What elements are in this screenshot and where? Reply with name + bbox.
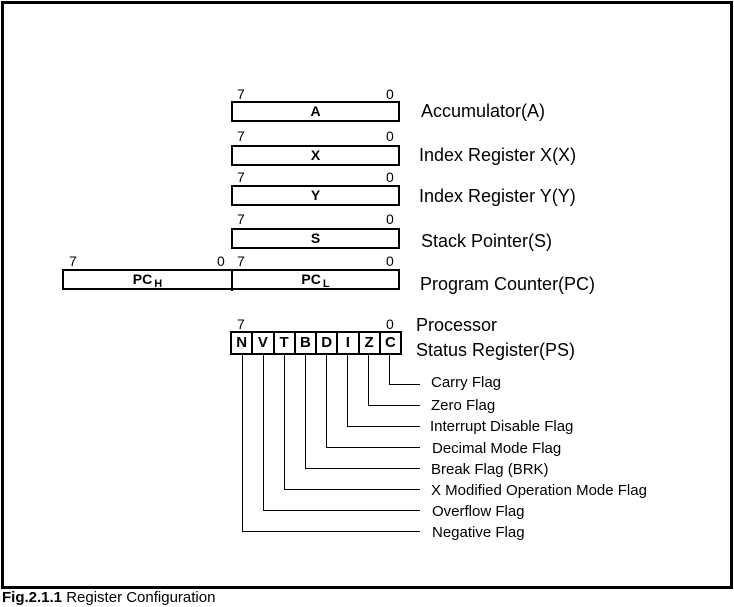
- register-s-label: Stack Pointer(S): [421, 231, 553, 251]
- register-y-box: Y: [231, 185, 400, 206]
- ps-bit-n: N: [232, 333, 254, 353]
- pch-bit-0-label: 0: [217, 253, 225, 269]
- pcl-bit-0-label: 0: [386, 253, 394, 269]
- bit-7-label: 7: [237, 128, 245, 144]
- bit-7-label: 7: [237, 169, 245, 185]
- x-mode-flag-leader: [284, 354, 420, 490]
- flag-label-decimal: Decimal Mode Flag: [432, 440, 562, 457]
- ps-bit-c: C: [384, 334, 396, 351]
- pc-low-name: PC: [301, 271, 321, 287]
- interrupt-flag-leader: [347, 354, 420, 427]
- ps-bit-b: B: [296, 333, 317, 353]
- pc-low-subscript: L: [322, 278, 330, 290]
- flag-label-zero: Zero Flag: [431, 397, 496, 414]
- register-a-label: Accumulator(A): [421, 101, 546, 121]
- ps-bit-i: I: [338, 333, 360, 353]
- figure-number: Fig.2.1.1: [2, 589, 63, 606]
- bit-7-label: 7: [237, 211, 245, 227]
- processor-status-box: N V T B D I Z C: [230, 331, 402, 355]
- register-y-label: Index Register Y(Y): [419, 186, 576, 206]
- flag-label-negative: Negative Flag: [432, 524, 525, 541]
- zero-flag-leader: [368, 354, 420, 406]
- flag-label-carry: Carry Flag: [431, 374, 502, 391]
- bit-0-label: 0: [386, 169, 394, 185]
- program-counter-label: Program Counter(PC): [420, 274, 596, 294]
- flag-label-break: Break Flag (BRK): [431, 461, 549, 478]
- bit-7-label: 7: [237, 86, 245, 102]
- pc-divider: [231, 270, 233, 291]
- register-a-box: A: [231, 101, 400, 122]
- register-x-box: X: [231, 145, 400, 166]
- bit-0-label: 0: [386, 211, 394, 227]
- carry-flag-leader: [389, 354, 420, 385]
- decimal-flag-leader: [326, 354, 420, 448]
- register-x-label: Index Register X(X): [419, 145, 577, 165]
- break-flag-leader: [305, 354, 420, 469]
- ps-bit-0-label: 0: [386, 316, 394, 332]
- overflow-flag-leader: [263, 354, 420, 511]
- register-s-box: S: [231, 228, 400, 249]
- ps-bit-t: T: [275, 333, 296, 353]
- flag-label-interrupt: Interrupt Disable Flag: [430, 418, 574, 435]
- ps-bit-z: Z: [360, 333, 381, 353]
- flag-label-x-mode: X Modified Operation Mode Flag: [431, 482, 647, 499]
- pc-high-subscript: H: [154, 278, 163, 290]
- pch-bit-7-label: 7: [69, 253, 77, 269]
- pcl-bit-7-label: 7: [237, 253, 245, 269]
- ps-bit-v: V: [253, 333, 275, 353]
- diagram-frame: [1, 1, 733, 589]
- flag-label-overflow: Overflow Flag: [432, 503, 525, 520]
- figure-caption: Fig.2.1.1 Register Configuration: [2, 589, 215, 606]
- ps-bit-d: D: [317, 333, 339, 353]
- bit-0-label: 0: [386, 86, 394, 102]
- ps-label-line1: Processor: [416, 315, 498, 335]
- negative-flag-leader: [242, 354, 420, 532]
- ps-label-line2: Status Register(PS): [416, 340, 576, 360]
- ps-bit-7-label: 7: [237, 316, 245, 332]
- bit-0-label: 0: [386, 128, 394, 144]
- figure-title: Register Configuration: [66, 589, 216, 606]
- pc-high-name: PC: [132, 271, 153, 287]
